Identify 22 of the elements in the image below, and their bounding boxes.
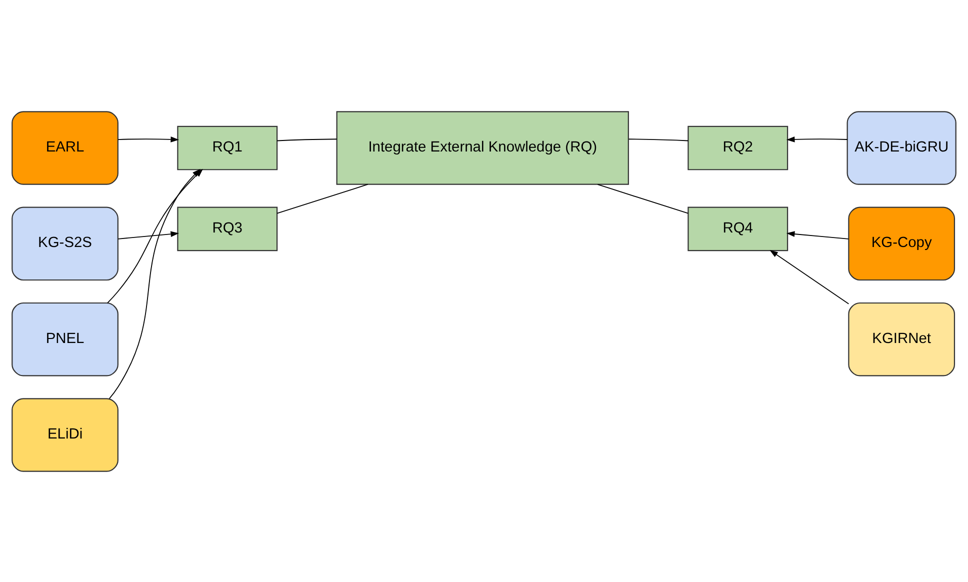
arrow — [118, 230, 179, 239]
node-box: RQ3 — [177, 206, 278, 251]
node-box: PNEL — [12, 302, 118, 376]
node-box: RQ1 — [177, 125, 278, 170]
connector — [276, 138, 338, 141]
arrow — [770, 249, 850, 304]
arrow — [786, 230, 849, 239]
node-box: KG-S2S — [12, 206, 118, 280]
node-box: RQ2 — [688, 125, 788, 170]
connector — [276, 183, 368, 214]
node-box: AK-DE-biGRU — [846, 110, 956, 184]
arrow — [108, 168, 201, 399]
connector — [628, 138, 689, 141]
connector — [597, 184, 689, 214]
node-box: RQ4 — [688, 206, 788, 251]
arrow — [118, 136, 179, 142]
node-box: EARL — [12, 110, 118, 184]
node-box: ELiDi — [12, 398, 118, 472]
node-box: KGIRNet — [848, 302, 956, 376]
arrow — [786, 136, 848, 142]
node-box: KG-Copy — [848, 206, 956, 280]
node-box: Integrate External Knowledge (RQ) — [336, 110, 629, 184]
